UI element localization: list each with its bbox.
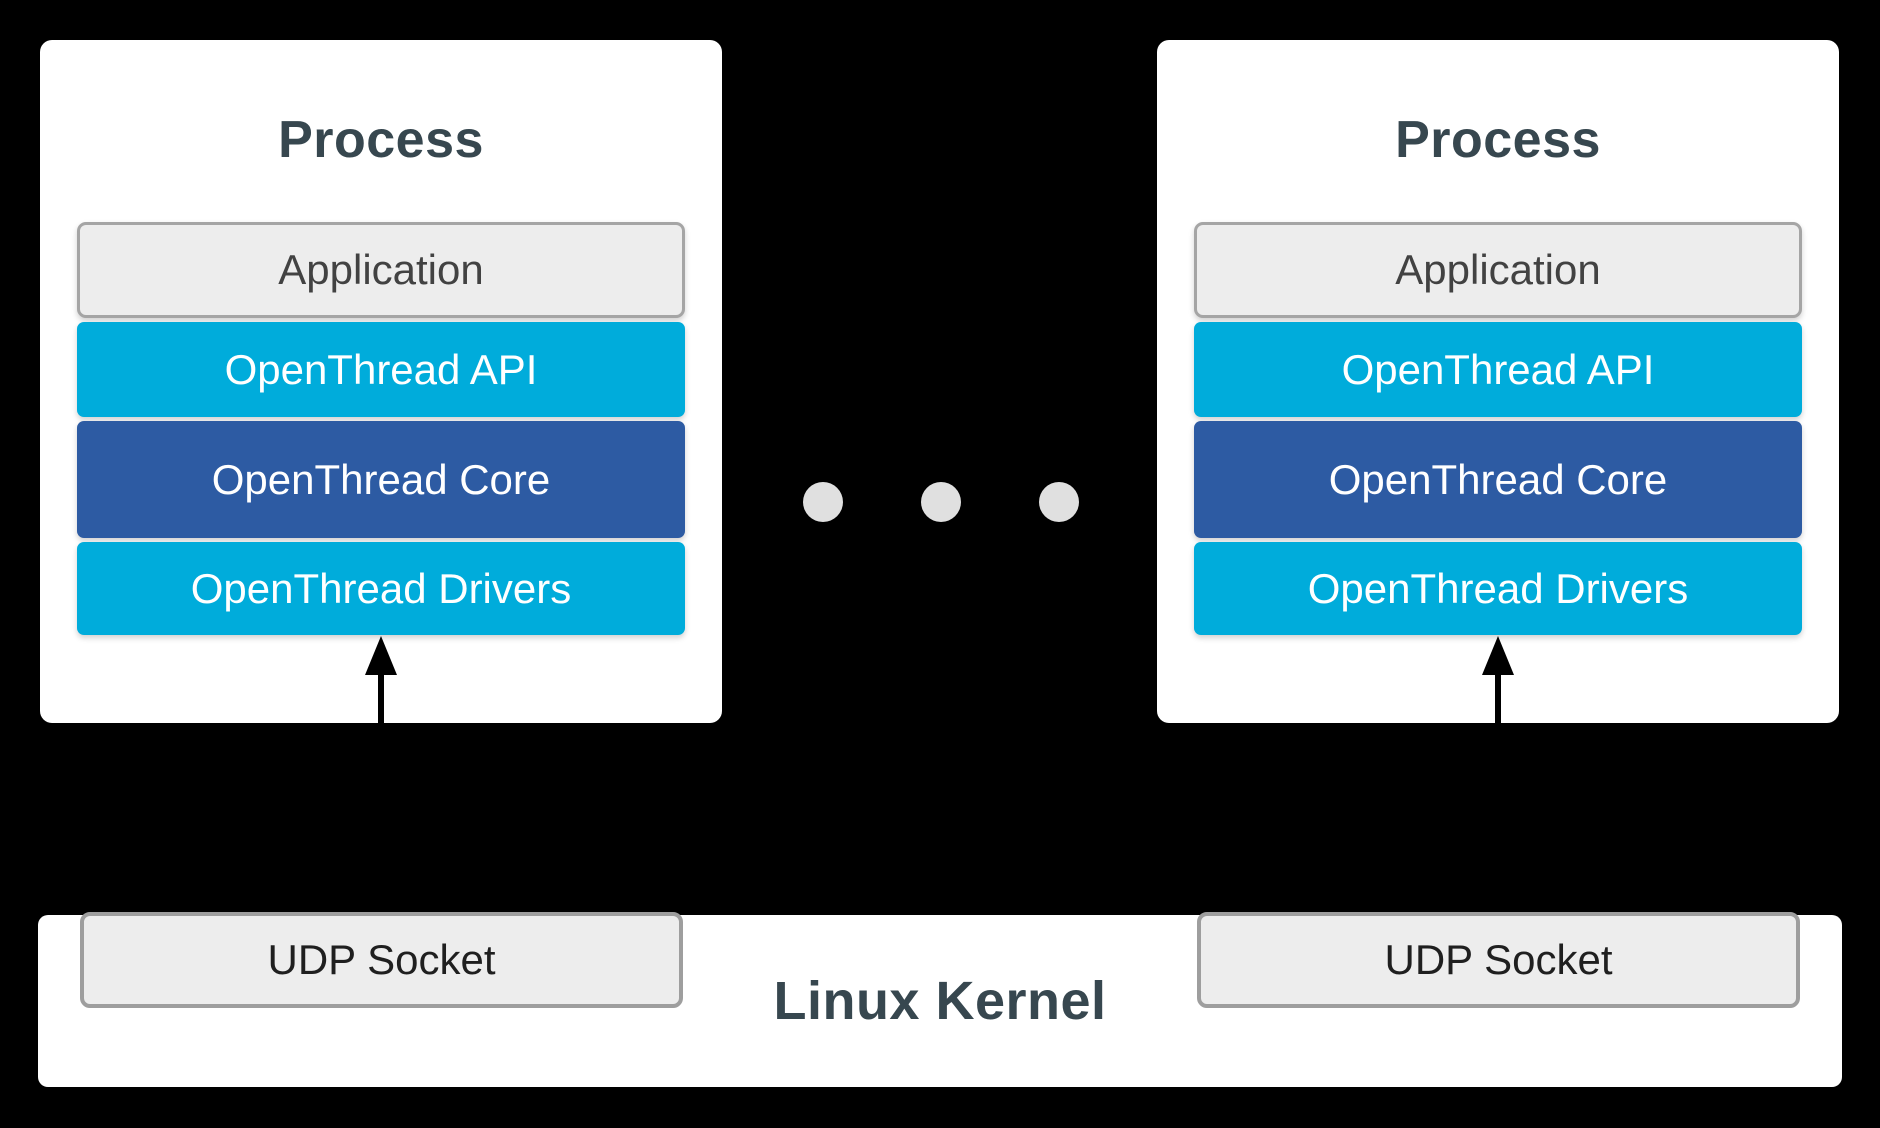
udp-socket-left: UDP Socket xyxy=(80,912,683,1008)
layer-openthread-drivers: OpenThread Drivers xyxy=(1194,542,1802,635)
layer-openthread-drivers: OpenThread Drivers xyxy=(77,542,685,635)
arrow-head xyxy=(365,636,397,675)
layer-openthread-core: OpenThread Core xyxy=(1194,421,1802,538)
ellipsis-dots xyxy=(803,482,1079,522)
layer-application: Application xyxy=(1194,222,1802,318)
udp-socket-right: UDP Socket xyxy=(1197,912,1800,1008)
process-card-left: Process Application OpenThread API OpenT… xyxy=(40,40,722,723)
layer-openthread-api: OpenThread API xyxy=(1194,322,1802,417)
arrow-shaft xyxy=(1495,675,1501,723)
arrow-shaft xyxy=(378,675,384,723)
arrow-head xyxy=(1482,636,1514,675)
layer-openthread-api: OpenThread API xyxy=(77,322,685,417)
ellipsis-dot xyxy=(1039,482,1079,522)
layer-stack: Application OpenThread API OpenThread Co… xyxy=(1194,222,1802,639)
linux-kernel-label: Linux Kernel xyxy=(773,971,1107,1031)
process-title: Process xyxy=(1395,111,1601,169)
up-arrow-icon xyxy=(1482,636,1514,723)
ellipsis-dot xyxy=(921,482,961,522)
layer-application: Application xyxy=(77,222,685,318)
up-arrow-icon xyxy=(365,636,397,723)
process-title: Process xyxy=(278,111,484,169)
ellipsis-dot xyxy=(803,482,843,522)
layer-openthread-core: OpenThread Core xyxy=(77,421,685,538)
process-card-right: Process Application OpenThread API OpenT… xyxy=(1157,40,1839,723)
layer-stack: Application OpenThread API OpenThread Co… xyxy=(77,222,685,639)
